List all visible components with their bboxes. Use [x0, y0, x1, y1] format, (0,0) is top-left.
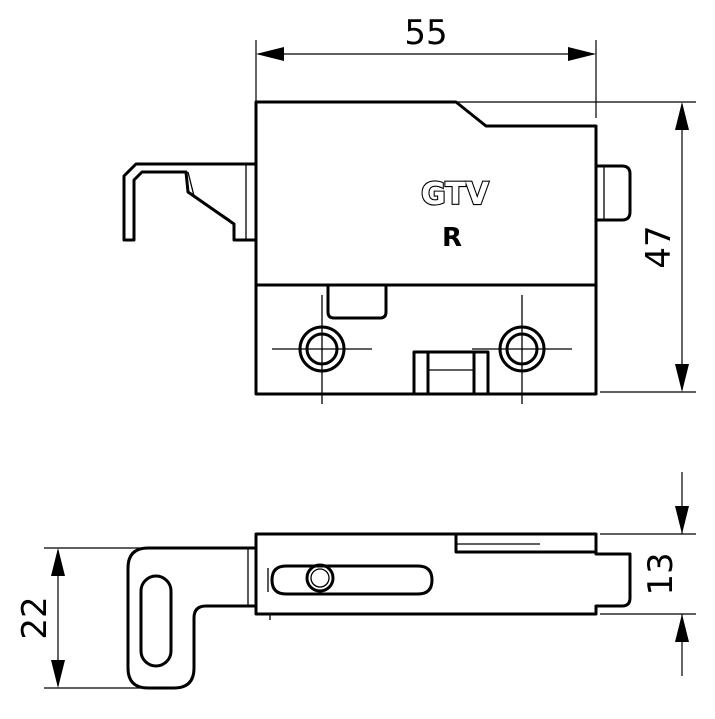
side-body [254, 532, 632, 616]
bottom-slot-insert [426, 350, 476, 396]
width-dimension: 55 [255, 13, 597, 118]
housing-outline [254, 100, 598, 396]
side-bracket [126, 546, 258, 690]
push-button [594, 164, 632, 222]
side-depth-dimension: 13 [600, 472, 696, 676]
slider-pin-inner [310, 568, 330, 588]
height-dimension-label: 47 [639, 225, 679, 268]
side-height-dimension-label: 22 [15, 596, 55, 639]
side-view [126, 532, 632, 690]
height-dimension: 47 [458, 101, 696, 393]
latch-hook-inner [187, 171, 195, 197]
bracket-slot [139, 574, 173, 668]
center-tab [326, 283, 388, 320]
side-depth-dimension-label: 13 [641, 552, 681, 595]
brand-logo: GTV [421, 177, 490, 212]
width-dimension-label: 55 [404, 13, 447, 53]
side-top-step [454, 532, 598, 554]
bottom-slot [412, 350, 490, 396]
slider-pin [305, 563, 335, 593]
latch-hook-inner-2 [193, 195, 231, 221]
slider-track [270, 564, 434, 596]
side-height-dimension: 22 [15, 547, 150, 689]
latch-hook [122, 162, 258, 242]
top-view: GTV R [122, 100, 632, 404]
side-mark-label: R [442, 223, 462, 253]
